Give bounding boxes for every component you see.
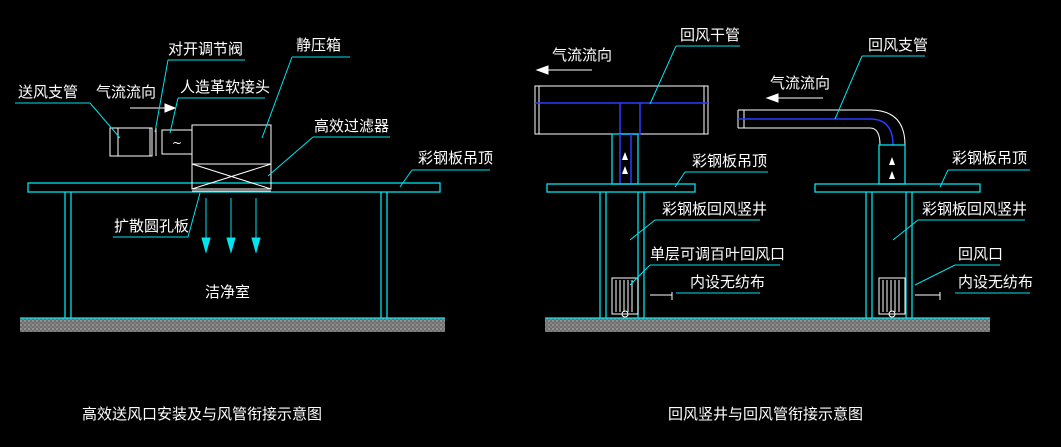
label-nonwoven-b: 内设无纺布 [958,273,1033,291]
label-butterfly-valve: 对开调节阀 [168,40,243,58]
ceiling-panel-b [814,183,981,193]
floor-slab-right [545,318,990,332]
label-leather-joint: 人造革软接头 [180,78,270,96]
airflow-arrow-b [765,93,823,103]
shaft-a-lower [599,192,673,318]
title-left: 高效送风口安装及与风管衔接示意图 [82,405,322,423]
title-right: 回风竖井与回风管衔接示意图 [668,405,863,423]
supply-diagram: ~ [15,36,493,423]
supply-branch-duct [109,127,157,157]
label-return-vent: 回风口 [958,245,1003,263]
airflow-arrow-left [130,103,177,113]
label-airflow-b: 气流流向 [770,74,830,92]
label-louver: 单层可调百叶回风口 [650,245,785,263]
label-ceiling-a: 彩钢板吊顶 [692,152,767,170]
plenum-box [191,124,272,165]
soft-joint: ~ [161,129,193,155]
hepa-filter [191,163,272,190]
label-ceiling-left: 彩钢板吊顶 [418,149,493,167]
label-shaft-a: 彩钢板回风竖井 [662,200,767,218]
svg-text:~: ~ [172,136,182,150]
leader-lines-left [15,56,490,238]
label-plenum-box: 静压箱 [296,36,341,54]
ceiling-panel-left [27,182,441,193]
shaft-a-upper [611,133,639,185]
return-diagram: 气流流向 回风干管 回风支管 气流流向 彩钢板吊顶 彩钢板吊顶 彩钢板回风竖井 … [534,26,1033,423]
label-nonwoven-a: 内设无纺布 [690,273,765,291]
return-main-duct [534,85,709,135]
down-airflow-arrows [201,198,261,254]
label-hepa-filter: 高效过滤器 [314,117,389,135]
label-ceiling-b: 彩钢板吊顶 [952,149,1027,167]
label-return-branch: 回风支管 [868,36,928,54]
airflow-arrow-a [535,65,592,75]
label-shaft-b: 彩钢板回风竖井 [922,200,1027,218]
floor-slab-left [20,318,445,332]
ceiling-support-left [64,192,388,318]
label-return-main: 回风干管 [680,26,740,44]
label-airflow-a: 气流流向 [552,46,612,64]
shaft-b-upper [878,144,906,185]
label-airflow-left: 气流流向 [96,83,156,101]
shaft-b-lower [865,192,941,318]
label-clean-room: 洁净室 [205,283,250,301]
return-branch-duct [737,109,906,146]
leader-lines-right [629,45,1030,294]
label-supply-branch: 送风支管 [18,83,78,101]
ceiling-panel-a [546,183,696,193]
label-diffuser-plate: 扩散圆孔板 [114,217,189,235]
